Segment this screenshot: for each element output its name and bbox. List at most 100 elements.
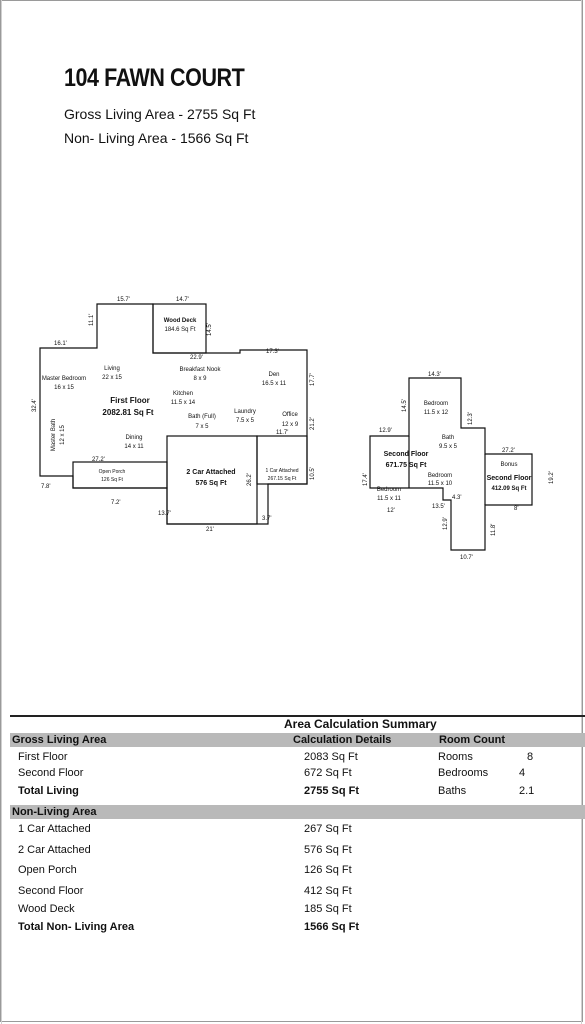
- total-living-label: Total Living: [18, 785, 79, 797]
- room-label: 14 x 11: [124, 444, 144, 450]
- dim-label: 14.7': [176, 297, 189, 303]
- total-nla-value: 1566 Sq Ft: [304, 921, 360, 933]
- room-label: Bedroom: [428, 473, 452, 479]
- room-label: Master Bedroom: [42, 376, 86, 382]
- dim-label: 32.4': [32, 399, 38, 412]
- dim-label: 17.4': [363, 473, 369, 486]
- dim-label: 7.2': [111, 500, 121, 506]
- gla-row-value: 2083 Sq Ft: [304, 751, 358, 763]
- dim-label: 11.7': [276, 430, 288, 436]
- calc-details-header: Calculation Details: [293, 734, 392, 746]
- dim-label: 14.3': [428, 372, 441, 378]
- dim-label: 12.3': [468, 412, 474, 425]
- summary-title: Area Calculation Summary: [284, 717, 437, 731]
- room-label: 126 Sq Ft: [101, 477, 123, 483]
- gross-living-area-text: Gross Living Area - 2755 Sq Ft: [64, 106, 256, 122]
- gla-row-label: First Floor: [18, 751, 68, 763]
- room-label: Bath (Full): [188, 414, 216, 420]
- dim-label: 16.1': [54, 341, 67, 347]
- room-label: 8 x 9: [193, 376, 207, 382]
- room-label: 16 x 15: [54, 385, 74, 391]
- room-label: Second Floor: [487, 475, 532, 482]
- room-label: First Floor: [110, 396, 150, 405]
- room-count-header: Room Count: [439, 734, 505, 746]
- dim-label: 12.9': [443, 517, 449, 530]
- gla-header-band: [10, 733, 585, 747]
- room-label: 7.5 x 5: [236, 418, 255, 424]
- dim-label: 10.7': [460, 555, 473, 561]
- room-label: Office: [282, 412, 298, 418]
- room-label: Second Floor: [384, 451, 429, 458]
- room-label: 7 x 5: [195, 424, 209, 430]
- nla-row-value: 185 Sq Ft: [304, 903, 352, 915]
- room-label: 12 x 15: [60, 424, 66, 444]
- dim-label: 15.7': [117, 297, 130, 303]
- dim-label: 8': [514, 506, 518, 512]
- room-count-label: Bedrooms: [438, 767, 489, 779]
- room-label: 576 Sq Ft: [195, 480, 227, 487]
- dim-label: 12.9': [379, 428, 392, 434]
- room-label: Bedroom: [377, 487, 401, 493]
- total-living-value: 2755 Sq Ft: [304, 785, 360, 797]
- dim-label: 21': [206, 527, 214, 533]
- dim-label: 22.9': [190, 355, 203, 361]
- room-label: Bath: [442, 435, 454, 441]
- dim-label: 14.5': [207, 323, 213, 336]
- dim-label: 4.3': [452, 495, 462, 501]
- dim-label: 26.2': [247, 473, 253, 486]
- floor-plan-diagram: 15.7' 14.7' 16.1' 22.9' 17.3' 27.2' 7.8'…: [32, 297, 555, 561]
- room-count-value: 4: [519, 767, 526, 779]
- dim-label: 27.2': [92, 457, 105, 463]
- dim-label: 7.8': [41, 484, 51, 490]
- room-count-label: Baths: [438, 785, 467, 797]
- dim-label: 17.7': [310, 373, 316, 386]
- room-label: 22 x 15: [102, 375, 122, 381]
- room-label: Master Bath: [51, 419, 57, 451]
- nla-row-label: 1 Car Attached: [18, 823, 91, 835]
- room-label: Living: [104, 366, 120, 372]
- room-label: Kitchen: [173, 391, 193, 397]
- room-label: 16.5 x 11: [262, 381, 287, 387]
- room-count-value: 2.1: [519, 785, 535, 797]
- room-label: 11.5 x 12: [424, 410, 449, 416]
- gla-row-value: 672 Sq Ft: [304, 767, 352, 779]
- room-label: Breakfast Nook: [179, 367, 221, 373]
- dim-label: 21.2': [310, 417, 316, 430]
- dim-label: 13.7': [158, 511, 171, 517]
- dim-label: 12': [387, 508, 395, 514]
- room-label: 671.75 Sq Ft: [386, 462, 428, 469]
- open-porch-outline: [72, 461, 168, 489]
- dim-label: 11.8': [491, 524, 497, 536]
- room-label: 2 Car Attached: [186, 469, 235, 476]
- room-label: Wood Deck: [164, 318, 197, 324]
- nla-row-label: Second Floor: [18, 885, 84, 897]
- room-label: 412.09 Sq Ft: [491, 486, 526, 492]
- dim-label: 3.7': [262, 516, 272, 522]
- summary-top-rule: [10, 715, 585, 717]
- nla-row-value: 576 Sq Ft: [304, 844, 352, 856]
- dim-label: 19.2': [549, 471, 555, 484]
- nla-row-value: 267 Sq Ft: [304, 823, 352, 835]
- room-count-label: Rooms: [438, 751, 473, 763]
- dim-label: 14.5': [402, 399, 408, 412]
- room-label: Den: [268, 372, 279, 378]
- nla-header: Non-Living Area: [12, 806, 97, 818]
- gla-header: Gross Living Area: [12, 734, 107, 746]
- wood-deck-outline: [152, 303, 207, 354]
- room-count-value: 8: [527, 751, 534, 763]
- first-floor-outline: [39, 303, 308, 525]
- room-label: 11.5 x 14: [171, 400, 196, 406]
- room-label: Laundry: [234, 409, 256, 415]
- room-label: Bedroom: [424, 401, 448, 407]
- nla-row-value: 126 Sq Ft: [304, 864, 352, 876]
- dim-label: 27.2': [502, 448, 515, 454]
- one-car-garage-outline: [256, 435, 308, 485]
- room-label: 184.6 Sq Ft: [164, 327, 195, 333]
- nla-row-label: Wood Deck: [18, 903, 75, 915]
- room-label: 9.5 x 5: [439, 444, 458, 450]
- nla-row-label: 2 Car Attached: [18, 844, 91, 856]
- page-title: 104 FAWN COURT: [64, 64, 245, 92]
- total-nla-label: Total Non- Living Area: [18, 921, 135, 933]
- dim-label: 11.1': [89, 314, 95, 326]
